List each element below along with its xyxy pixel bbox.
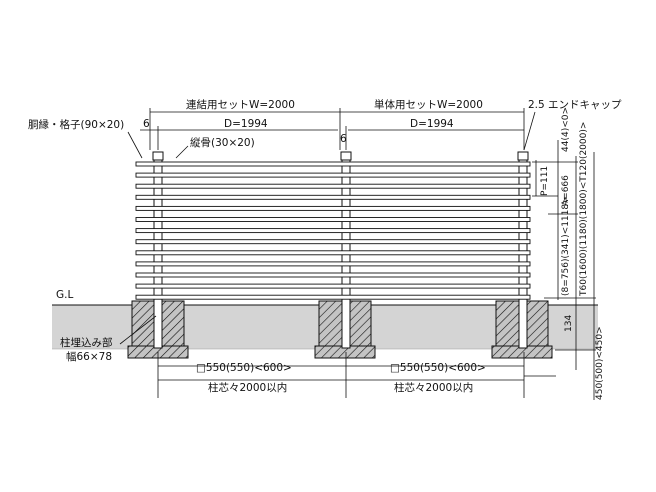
leader-lines bbox=[119, 111, 536, 345]
bottom-dimensions bbox=[157, 352, 556, 398]
label-v-p: P=111 bbox=[540, 166, 550, 196]
label-stud: 縦骨(30×20) bbox=[190, 136, 255, 149]
fence-slat bbox=[135, 283, 531, 289]
fence-slat bbox=[135, 250, 531, 256]
fence-slat bbox=[135, 172, 531, 178]
label-gap-left: 6 bbox=[143, 118, 150, 130]
label-pitch-left: 柱芯々2000以内 bbox=[208, 381, 287, 394]
label-d-right: D=1994 bbox=[410, 118, 454, 130]
top-dimensions bbox=[140, 108, 525, 150]
fence-slat bbox=[135, 217, 531, 222]
label-v-depth: 450(500)<450> bbox=[595, 326, 605, 400]
fence-slat bbox=[135, 183, 531, 189]
fence-slat bbox=[135, 261, 531, 267]
label-v-h1: (8=756)(341)<1118> bbox=[561, 196, 571, 296]
label-v-134: 134 bbox=[564, 315, 574, 332]
label-gl: G.L bbox=[56, 289, 73, 301]
label-foundation-right: □550(550)<600> bbox=[390, 362, 486, 374]
label-end-cap: 2.5 エンドキャップ bbox=[528, 99, 622, 111]
label-rail: 胴縁・格子(90×20) bbox=[28, 118, 124, 131]
post-middle bbox=[340, 151, 352, 349]
post-left bbox=[152, 151, 164, 349]
label-w-single: 単体用セットW=2000 bbox=[374, 98, 483, 111]
label-v-a: A=666 bbox=[561, 175, 571, 206]
fence-slat bbox=[135, 228, 531, 234]
label-w-connect: 連結用セットW=2000 bbox=[186, 98, 295, 111]
label-pitch-right: 柱芯々2000以内 bbox=[394, 381, 473, 394]
fence-slat bbox=[135, 272, 531, 278]
fence-slat bbox=[135, 239, 531, 245]
post-right bbox=[517, 151, 529, 349]
label-d-left: D=1994 bbox=[224, 118, 268, 130]
fence-slat bbox=[135, 161, 531, 167]
label-v-h2: T60(1600)(1180)(1800)<T120(2000)> bbox=[579, 122, 589, 297]
fence-slats bbox=[135, 161, 531, 300]
label-embed-2: 幅66×78 bbox=[66, 350, 112, 363]
fence-slat bbox=[135, 294, 531, 300]
vertical-dimensions bbox=[532, 140, 596, 400]
fence-slat bbox=[135, 194, 531, 200]
label-gap-mid: 6 bbox=[340, 133, 347, 145]
label-v-top: 44(4)<0> bbox=[561, 107, 571, 152]
label-foundation-left: □550(550)<600> bbox=[196, 362, 292, 374]
label-embed-1: 柱埋込み部 bbox=[60, 336, 113, 349]
fence-slat bbox=[135, 205, 531, 211]
